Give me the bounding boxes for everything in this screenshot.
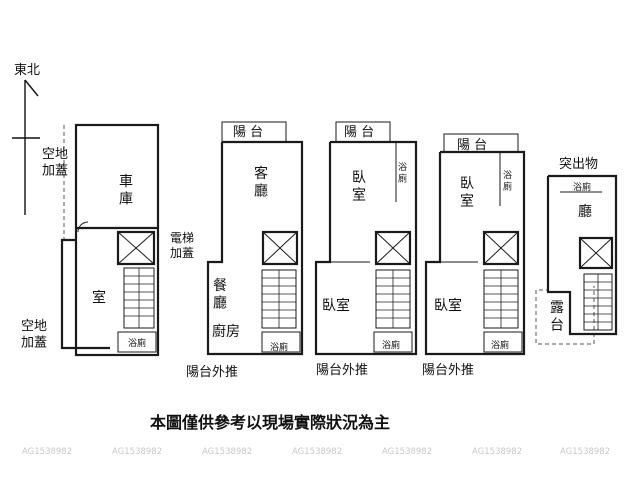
balcony-label: 陽 台	[233, 125, 263, 140]
room-living-label: 客廳	[254, 165, 268, 200]
elevator-shaft	[374, 230, 412, 266]
elevator-shaft	[482, 230, 520, 266]
staircase	[583, 273, 613, 331]
room-garage-label: 車庫	[119, 173, 133, 208]
floor-3-plan: 陽 台 臥室 浴廁 臥室 浴廁 陽台外推	[314, 121, 418, 378]
elevator-cross	[375, 231, 411, 265]
elevator-shaft	[578, 236, 614, 270]
watermark: AG1538982	[22, 447, 72, 457]
room-bedroom-label: 臥室	[352, 170, 366, 204]
bath-box	[117, 331, 157, 353]
watermark: AG1538982	[560, 447, 610, 457]
bath-label: 浴廁	[491, 339, 509, 351]
bath-box	[261, 331, 301, 353]
floor-2-outline	[206, 140, 304, 356]
elevator-cross	[579, 237, 613, 269]
bath-label: 浴廁	[398, 162, 407, 184]
compass-label: 東北	[14, 62, 40, 78]
elevator-cross	[262, 231, 298, 265]
disclaimer-text: 本圖僅供參考以現場實際狀況為主	[150, 413, 390, 432]
room-bedroom-label: 臥室	[322, 297, 350, 314]
elevator-shaft	[116, 230, 156, 266]
elevator-shaft	[261, 230, 299, 266]
floor-1-plan: 車庫 室 空地加蓋 空地加蓋 電梯加蓋 浴廁	[21, 123, 194, 357]
compass-arrow	[24, 79, 39, 97]
floor-2-plan: 陽 台 客廳 餐廳 廚房 浴廁 陽台外推	[186, 121, 304, 380]
staircase	[123, 267, 155, 329]
room-bedroom-label: 臥室	[434, 297, 462, 314]
elevator-cross	[117, 231, 155, 265]
room-label: 室	[92, 289, 106, 306]
roof-header-label: 突出物	[559, 156, 598, 172]
door-arc	[77, 221, 89, 233]
note-added-structure: 空地加蓋	[21, 319, 47, 350]
staircase	[483, 269, 519, 329]
bath-label: 浴廁	[573, 181, 591, 193]
watermark: AG1538982	[292, 447, 342, 457]
watermark: AG1538982	[112, 447, 162, 457]
watermark-row: AG1538982 AG1538982 AG1538982 AG1538982 …	[22, 447, 610, 457]
bath-label: 浴廁	[503, 170, 512, 192]
bath-label: 浴廁	[270, 341, 288, 353]
compass: 東北	[12, 62, 40, 215]
staircase	[261, 269, 297, 329]
watermark: AG1538982	[472, 447, 522, 457]
room-bedroom-label: 臥室	[460, 176, 474, 210]
balcony-label: 陽 台	[457, 138, 487, 153]
terrace-outline	[535, 176, 595, 345]
bath-box	[373, 331, 413, 353]
staircase	[375, 269, 411, 329]
room-dining-label: 餐廳	[213, 278, 227, 312]
watermark: AG1538982	[382, 447, 432, 457]
note-added-structure: 空地加蓋	[42, 147, 68, 178]
note-elevator: 電梯加蓋	[170, 231, 194, 260]
watermark: AG1538982	[202, 447, 252, 457]
bath-label: 浴廁	[382, 339, 400, 351]
floor-4-plan: 陽 台 臥室 浴廁 臥室 浴廁 陽台外推	[422, 133, 526, 378]
roof-outline	[546, 174, 618, 336]
room-terrace-label: 露台	[550, 300, 564, 334]
room-hall-label: 廳	[578, 203, 592, 220]
bath-label: 浴廁	[128, 337, 146, 349]
note-balcony-extension: 陽台外推	[316, 363, 368, 378]
note-balcony-extension: 陽台外推	[422, 363, 474, 378]
floor-1-annex-wall	[60, 238, 110, 350]
roof-plan: 突出物 浴廁 廳 露台	[535, 156, 618, 345]
room-kitchen-label: 廚房	[212, 323, 240, 340]
bath-box	[483, 331, 523, 353]
note-balcony-extension: 陽台外推	[186, 365, 238, 380]
balcony-label: 陽 台	[344, 125, 374, 140]
elevator-cross	[483, 231, 519, 265]
